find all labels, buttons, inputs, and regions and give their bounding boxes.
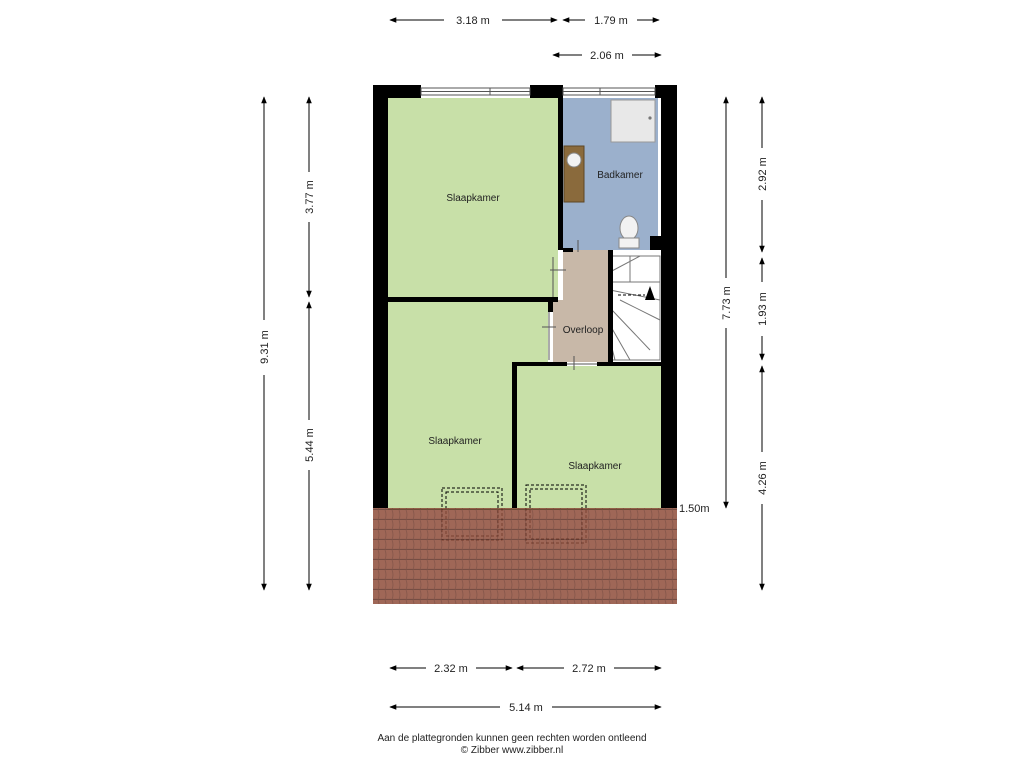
shower-icon xyxy=(610,99,656,143)
dim-label-left-total: 9.31 m xyxy=(259,330,271,364)
landing-floor-ext xyxy=(553,300,565,362)
toilet-icon xyxy=(618,215,640,249)
dim-label-right-total: 7.73 m xyxy=(721,286,733,320)
dimension-left-lower: 5.44 m xyxy=(304,301,316,591)
dimension-bottom-right: 2.72 m xyxy=(516,663,662,675)
bedroom-left-floor-ext xyxy=(388,360,512,510)
dim-label-right-lower: 4.26 m xyxy=(757,461,769,495)
room-label-bedroom-top: Slaapkamer xyxy=(446,193,500,204)
room-label-landing: Overloop xyxy=(563,325,604,336)
dim-label-bottom-right: 2.72 m xyxy=(572,663,606,675)
dimension-bottom-total: 5.14 m xyxy=(389,702,662,714)
roof-height-marker: 1.50m xyxy=(679,503,710,515)
dim-label-bottom-left: 2.32 m xyxy=(434,663,468,675)
dimension-right-lower: 4.26 m xyxy=(757,365,769,591)
staircase xyxy=(609,255,661,361)
stair-direction-arrow-icon xyxy=(645,286,655,300)
dimension-left-upper: 3.77 m xyxy=(304,96,316,298)
footer-disclaimer: Aan de plattegronden kunnen geen rechten… xyxy=(377,733,647,744)
window-top-right xyxy=(562,87,656,96)
dimension-bottom-left: 2.32 m xyxy=(389,663,513,675)
dim-label-top-right: 1.79 m xyxy=(594,15,628,27)
dim-label-right-upper: 2.92 m xyxy=(757,157,769,191)
room-label-bedroom-left: Slaapkamer xyxy=(428,436,482,447)
dimension-top-bath: 2.06 m xyxy=(552,50,662,62)
bedroom-right-floor xyxy=(517,366,661,510)
dim-label-left-upper: 3.77 m xyxy=(304,180,316,214)
dim-label-right-middle: 1.93 m xyxy=(757,292,769,326)
dimension-right-upper: 2.92 m xyxy=(757,96,769,253)
window-top-left xyxy=(420,87,531,96)
dimension-top-left: 3.18 m xyxy=(389,15,558,27)
dim-label-left-lower: 5.44 m xyxy=(304,428,316,462)
bedroom-top-floor xyxy=(388,98,558,297)
dim-label-bottom-total: 5.14 m xyxy=(509,702,543,714)
door-markers xyxy=(542,240,597,370)
landing-floor xyxy=(563,250,608,362)
dimension-right-middle: 1.93 m xyxy=(757,257,769,361)
sink-cabinet-icon xyxy=(563,145,585,203)
footer-copyright: © Zibber www.zibber.nl xyxy=(460,745,564,756)
room-label-bedroom-right: Slaapkamer xyxy=(568,461,622,472)
dimension-top-right: 1.79 m xyxy=(562,15,660,27)
walls xyxy=(373,85,677,508)
dim-label-top-left: 3.18 m xyxy=(456,15,490,27)
dim-label-top-bath: 2.06 m xyxy=(590,50,624,62)
dimension-left-total: 9.31 m xyxy=(259,96,271,591)
roof-tiles xyxy=(373,508,677,604)
room-label-bathroom: Badkamer xyxy=(597,170,643,181)
dimension-right-total: 7.73 m xyxy=(721,96,733,509)
